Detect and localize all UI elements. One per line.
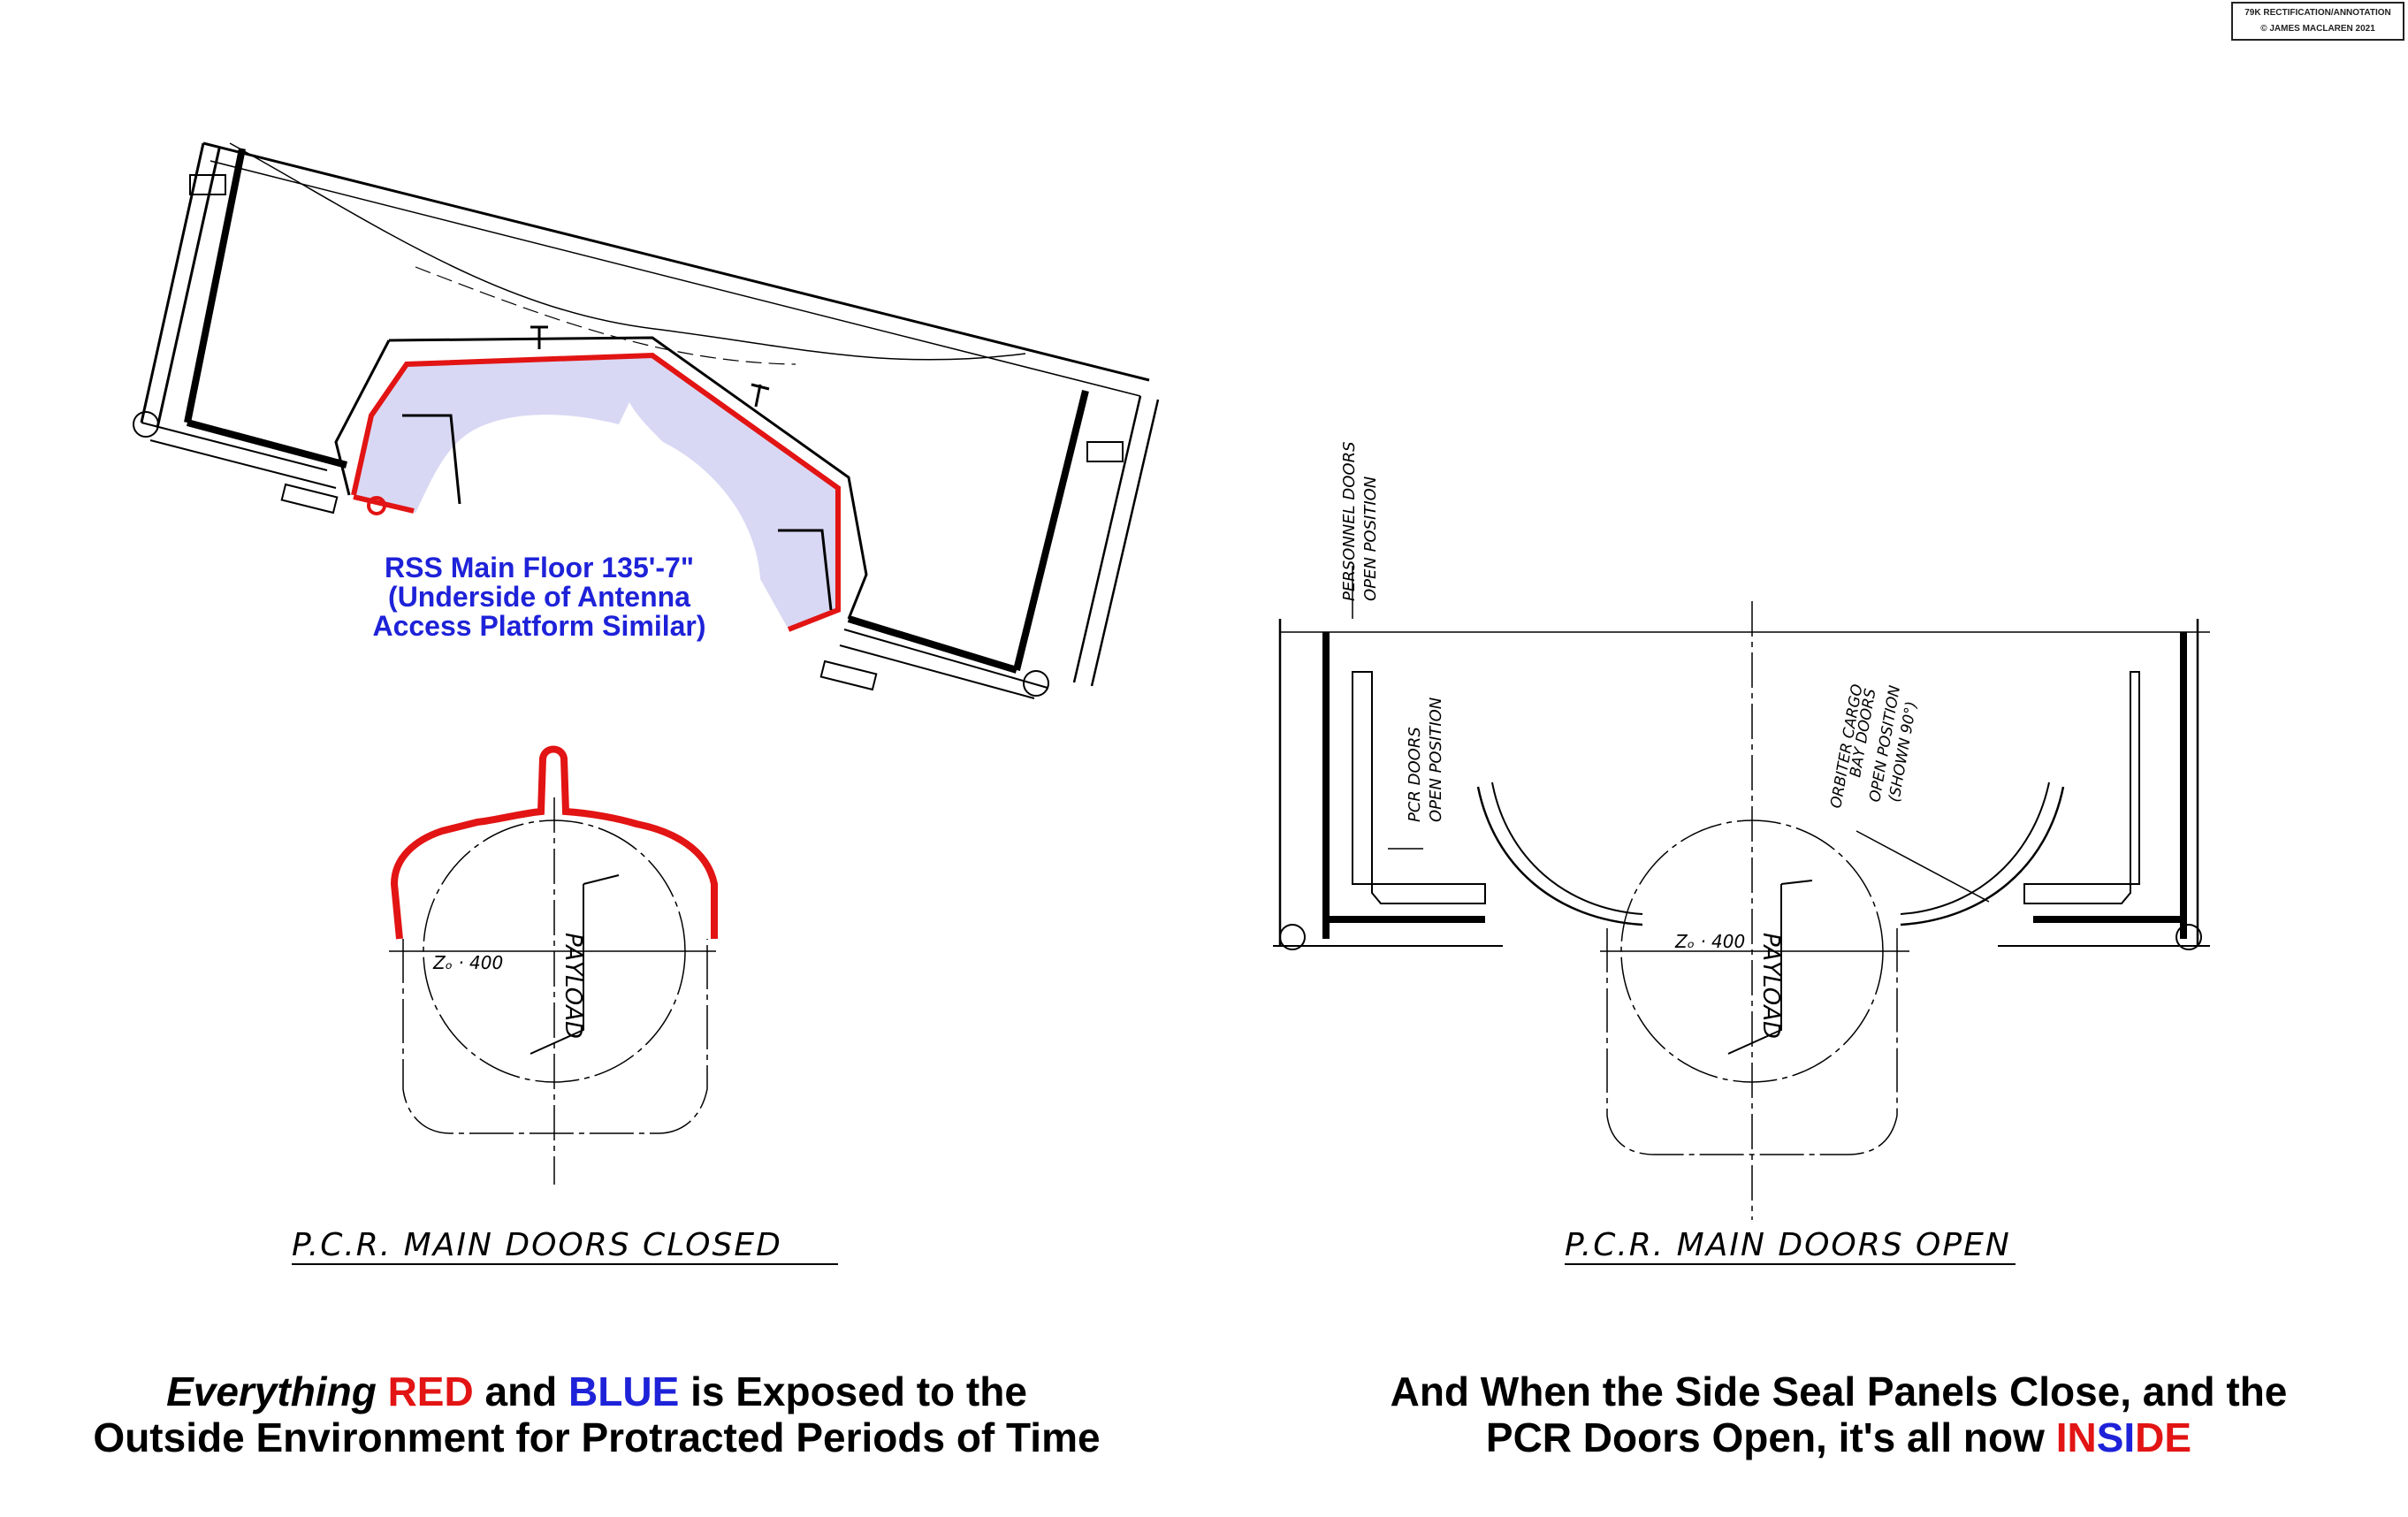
pcr-open-section — [1273, 566, 2210, 1220]
rss-label-line-2: (Underside of Antenna — [388, 581, 690, 613]
caption-right-line-2a: PCR Doors Open, it's all now — [1485, 1414, 2045, 1460]
closed-title: P.C.R. MAIN DOORS CLOSED — [292, 1227, 782, 1263]
open-z-label: Zₒ · 400 — [1674, 931, 1745, 952]
platform-blue-fill — [354, 355, 838, 629]
note-pcr-doors-1: PCR DOORS — [1406, 727, 1424, 822]
open-payload-label: PAYLOAD — [1757, 933, 1784, 1039]
caption-word-and: and — [484, 1368, 558, 1414]
note-personnel-doors-1: PERSONNEL DOORS — [1340, 441, 1359, 601]
open-title: P.C.R. MAIN DOORS OPEN — [1565, 1227, 2011, 1263]
rss-label-line-1: RSS Main Floor 135'-7" — [385, 552, 694, 583]
caption-right-line-1: And When the Side Seal Panels Close, and… — [1390, 1368, 2288, 1414]
caption-right-line-2: PCR Doors Open, it's all now INSIDE — [1273, 1414, 2404, 1460]
closed-door-red-shroud — [390, 745, 718, 940]
credit-line-1: 79K RECTIFICATION/ANNOTATION — [2244, 8, 2391, 18]
caption-left: Everything RED and BLUE is Exposed to th… — [18, 1368, 1176, 1460]
caption-inside-in: IN — [2055, 1414, 2097, 1460]
credit-box: 79K RECTIFICATION/ANNOTATION © JAMES MAC… — [2231, 2, 2404, 41]
caption-left-line-1: Everything RED and BLUE is Exposed to th… — [18, 1368, 1176, 1414]
rss-label-line-3: Access Platform Similar) — [372, 610, 706, 642]
rss-floor-plan — [133, 141, 1160, 699]
closed-payload-label: PAYLOAD — [560, 933, 586, 1039]
caption-inside-de: DE — [2135, 1414, 2192, 1460]
caption-left-line-2: Outside Environment for Protracted Perio… — [93, 1414, 1101, 1460]
caption-left-rest: is Exposed to the — [690, 1368, 1027, 1414]
caption-word-blue: BLUE — [568, 1368, 680, 1414]
pcr-closed-section — [389, 745, 718, 1185]
caption-word-everything: Everything — [166, 1368, 377, 1414]
caption-right: And When the Side Seal Panels Close, and… — [1273, 1368, 2404, 1460]
rss-platform-exposed — [334, 325, 868, 632]
caption-inside-si: SI — [2096, 1414, 2136, 1460]
caption-word-red: RED — [387, 1368, 474, 1414]
note-pcr-doors-2: OPEN POSITION — [1427, 698, 1445, 822]
credit-line-2: © JAMES MACLAREN 2021 — [2260, 24, 2375, 34]
closed-z-label: Zₒ · 400 — [432, 952, 503, 973]
note-personnel-doors-2: OPEN POSITION — [1361, 476, 1380, 601]
rss-floor-label: RSS Main Floor 135'-7" (Underside of Ant… — [336, 553, 743, 641]
